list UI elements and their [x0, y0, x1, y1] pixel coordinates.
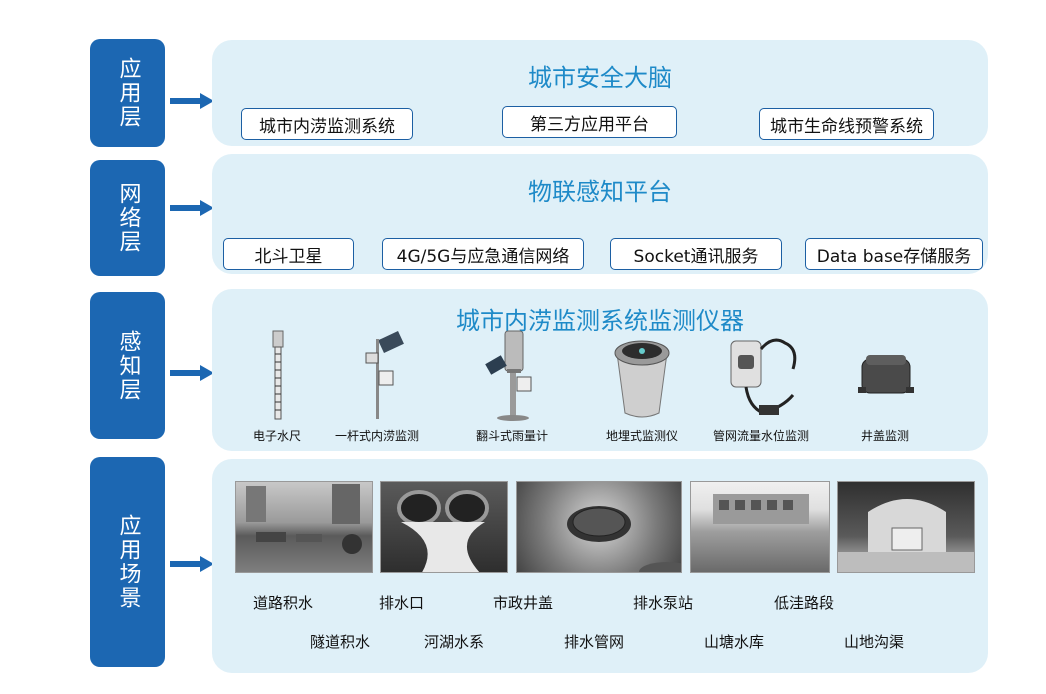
rain-gauge-icon	[485, 330, 532, 421]
tag-flood-monitoring-system: 城市内涝监测系统	[241, 108, 413, 140]
tag-socket-service: Socket通讯服务	[610, 238, 782, 270]
scene-label: 山塘水库	[704, 633, 765, 651]
scene-label: 山地沟渠	[844, 633, 905, 651]
network-layer-title: 物联感知平台	[528, 178, 672, 206]
device-tipping-bucket-rain-gauge: 翻斗式雨量计	[457, 329, 567, 444]
manhole-monitor-icon	[858, 355, 914, 394]
arrow-right-icon	[170, 93, 214, 109]
scene-label: 道路积水	[253, 594, 314, 612]
pipe-flow-monitor-icon	[730, 338, 797, 415]
tag-database-service: Data base存储服务	[805, 238, 983, 270]
scene-label: 排水泵站	[633, 594, 694, 612]
tag-4g5g-network: 4G/5G与应急通信网络	[382, 238, 584, 270]
device-label: 井盖监测	[860, 429, 909, 443]
perception-layer-title: 城市内涝监测系统监测仪器	[456, 307, 744, 335]
device-label: 翻斗式雨量计	[475, 429, 548, 443]
arrow-right-icon	[170, 365, 214, 381]
pump-station-photo	[690, 481, 830, 573]
scene-label: 排水管网	[564, 633, 625, 651]
scene-label: 排水口	[379, 594, 425, 612]
solar-pole-monitor-icon	[365, 331, 404, 419]
layer-label-perception: 感知层	[90, 292, 165, 439]
perception-layer-panel: 城市内涝监测系统监测仪器 电子水尺 一杆式内涝监测	[212, 289, 988, 451]
application-layer-title: 城市安全大脑	[528, 64, 672, 92]
device-label: 管网流量水位监测	[712, 429, 809, 443]
flooded-road-photo	[235, 481, 373, 573]
application-layer-panel: 城市安全大脑 城市内涝监测系统 第三方应用平台 城市生命线预警系统	[212, 40, 988, 146]
device-label: 一杆式内涝监测	[334, 429, 419, 443]
buried-monitor-icon	[614, 340, 670, 418]
device-buried-monitor: 地埋式监测仪	[587, 329, 697, 444]
manhole-photo	[516, 481, 682, 573]
drain-outlet-photo	[380, 481, 508, 573]
scene-label: 河湖水系	[424, 633, 485, 651]
water-gauge-icon	[272, 330, 284, 420]
scene-label: 低洼路段	[774, 594, 835, 612]
tag-beidou-satellite: 北斗卫星	[223, 238, 354, 270]
arrow-right-icon	[170, 556, 214, 572]
device-pole-waterlogging-monitor: 一杆式内涝监测	[322, 329, 432, 444]
tag-lifeline-warning-system: 城市生命线预警系统	[759, 108, 934, 140]
network-layer-panel: 物联感知平台 北斗卫星 4G/5G与应急通信网络 Socket通讯服务 Data…	[212, 154, 988, 274]
low-road-photo	[837, 481, 975, 573]
layer-label-network: 网络层	[90, 160, 165, 276]
tag-third-party-platform: 第三方应用平台	[502, 106, 677, 138]
device-label: 电子水尺	[252, 429, 301, 443]
device-label: 地埋式监测仪	[605, 429, 678, 443]
scene-label: 市政井盖	[493, 594, 554, 612]
arrow-right-icon	[170, 200, 214, 216]
layer-label-application: 应用层	[90, 39, 165, 147]
scene-label: 隧道积水	[310, 633, 371, 651]
device-manhole-cover-monitor: 井盖监测	[830, 329, 940, 444]
device-pipe-flow-level-monitor: 管网流量水位监测	[706, 329, 816, 444]
device-electronic-water-gauge: 电子水尺	[222, 329, 332, 444]
layer-label-scenarios: 应用场景	[90, 457, 165, 667]
scenario-layer-panel: 道路积水 排水口 市政井盖 排水泵站 低洼路段 隧道积水 河湖水系 排水管网 山…	[212, 459, 988, 673]
